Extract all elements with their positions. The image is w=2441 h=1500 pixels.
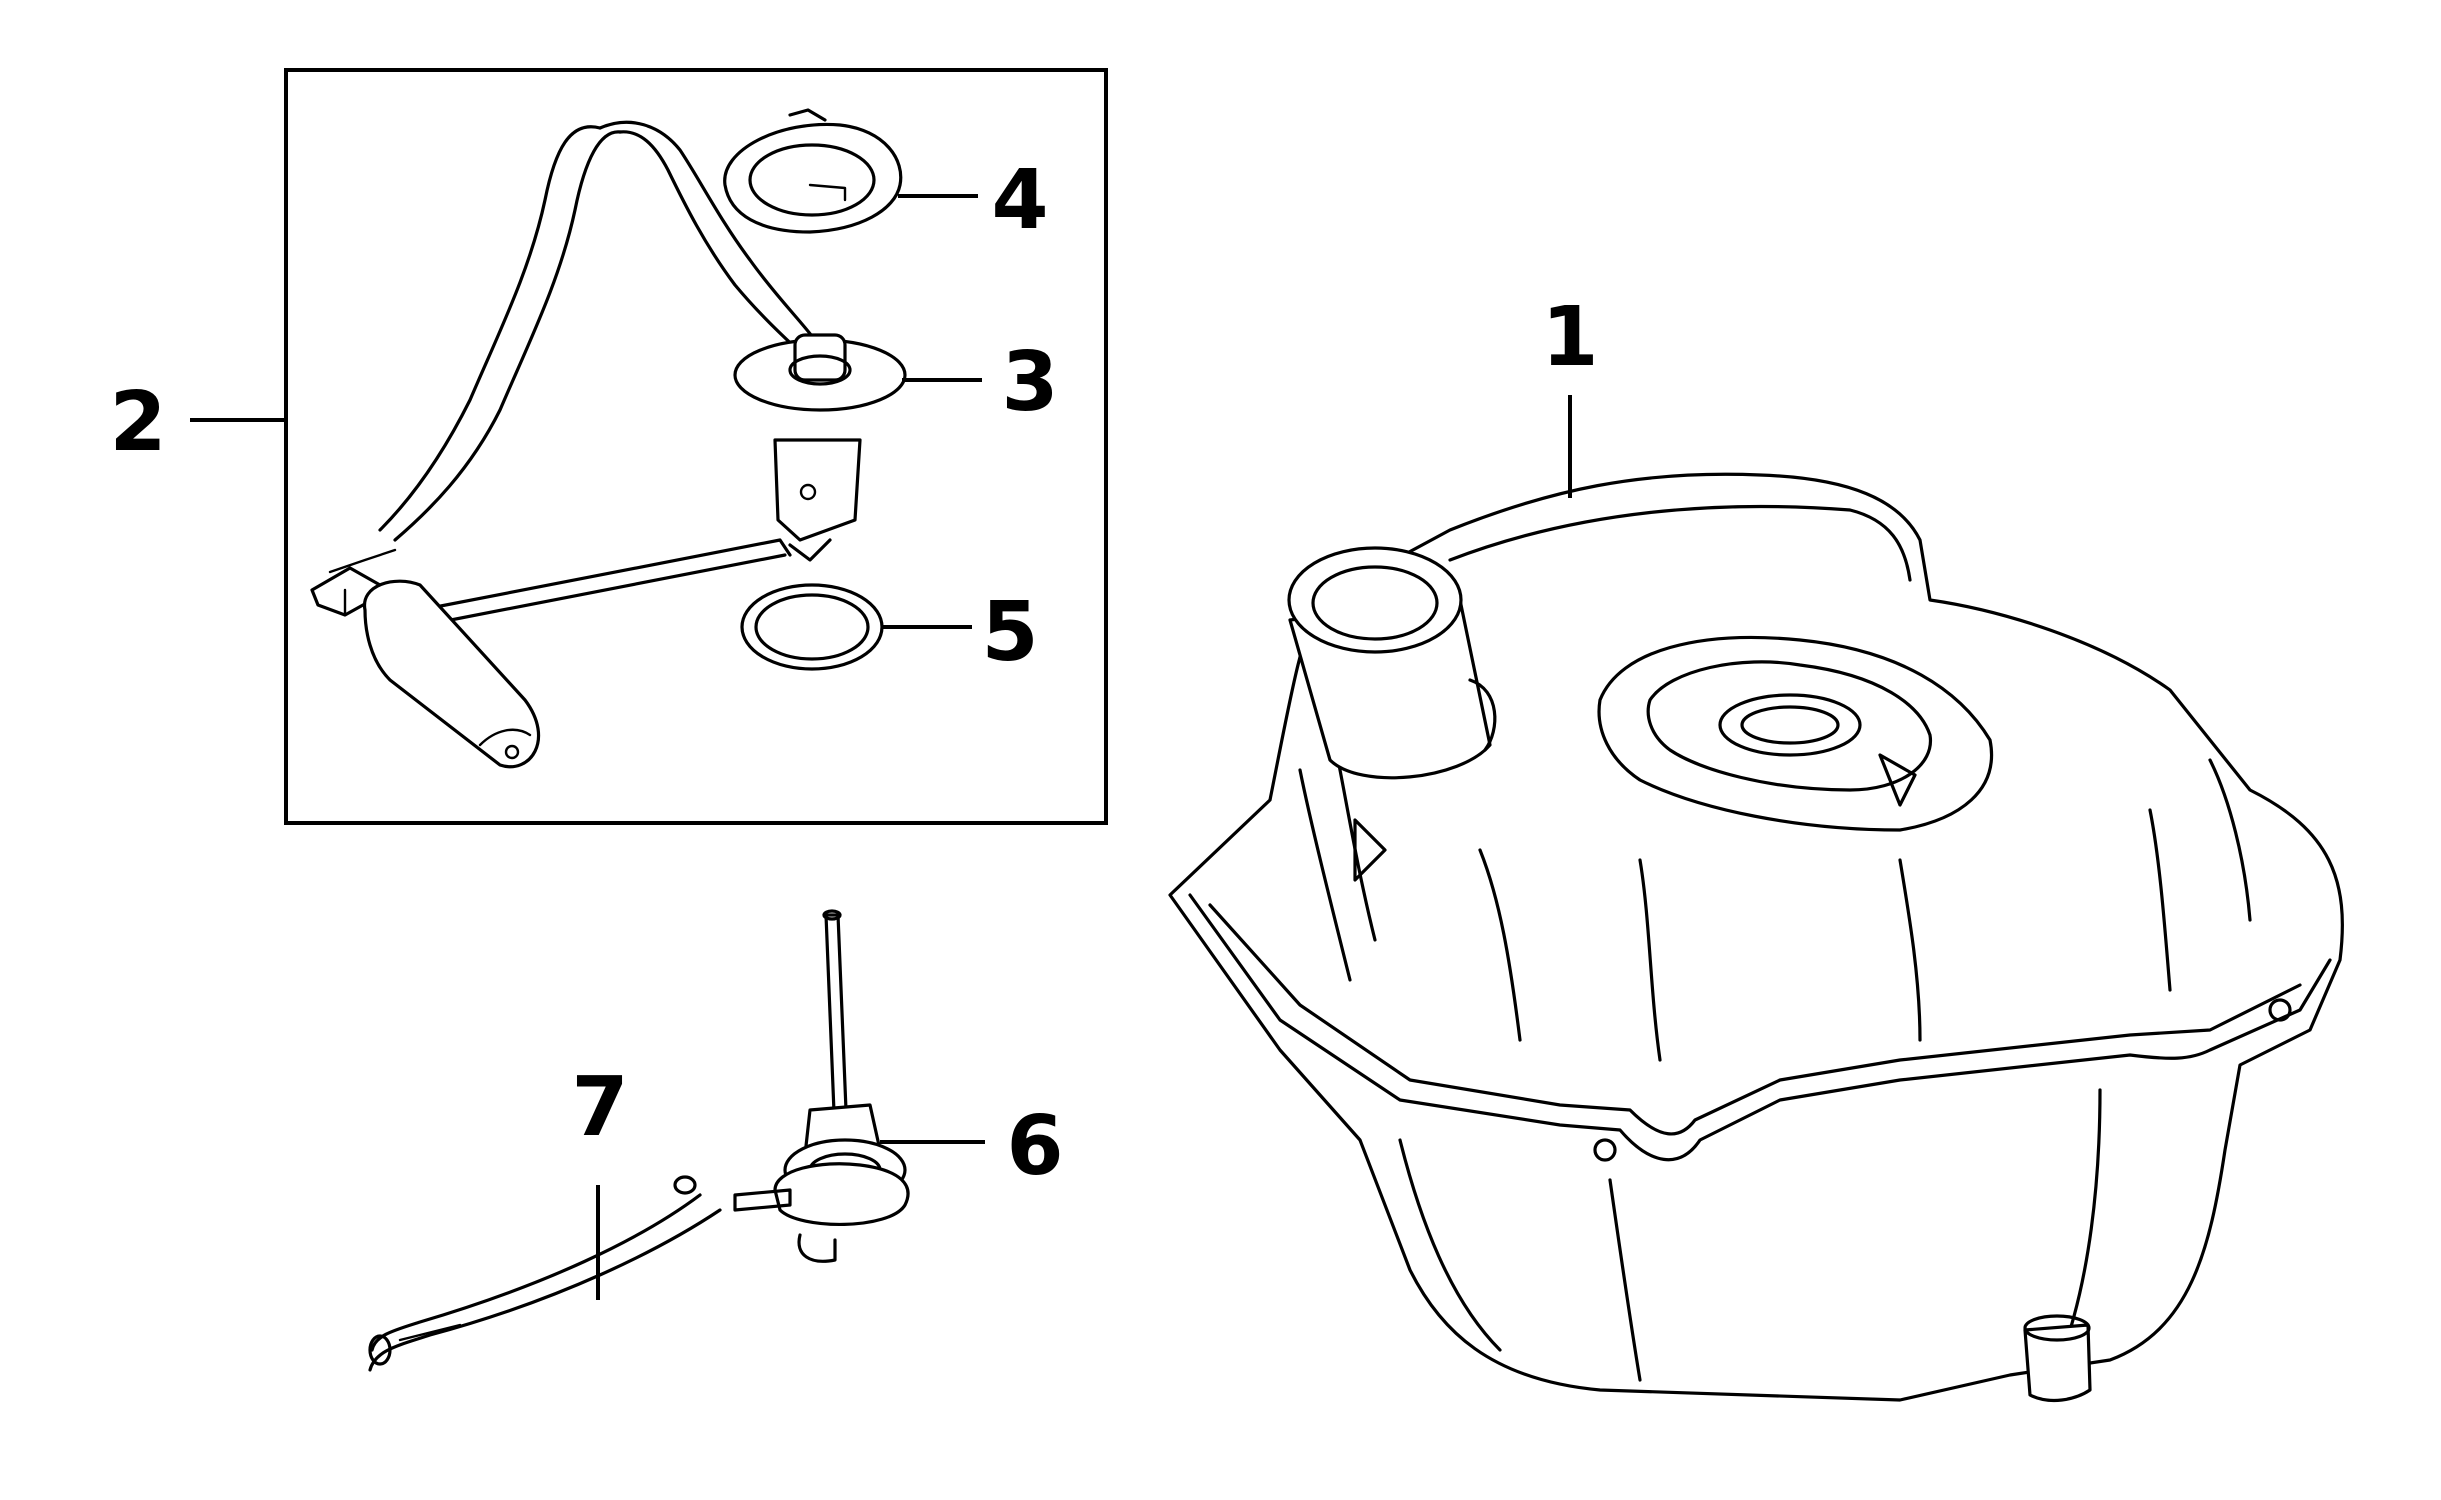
callout-1: 1 — [1541, 290, 1598, 385]
callout-3: 3 — [1001, 335, 1058, 430]
callout-4: 4 — [991, 153, 1048, 248]
fuel-cock-drawing — [733, 909, 910, 1263]
sender-flange-drawing — [733, 333, 907, 562]
callout-7: 7 — [571, 1060, 628, 1155]
o-ring-drawing — [740, 583, 884, 671]
callout-2: 2 — [109, 375, 166, 470]
callout-6: 6 — [1006, 1099, 1063, 1194]
callout-5: 5 — [981, 585, 1038, 680]
sender-group-frame — [284, 68, 1108, 825]
lock-ring-drawing — [723, 108, 903, 234]
fuel-tank-drawing — [1168, 472, 2344, 1402]
fuel-level-sender-drawing — [310, 120, 817, 769]
vacuum-hose-drawing — [368, 1175, 722, 1372]
